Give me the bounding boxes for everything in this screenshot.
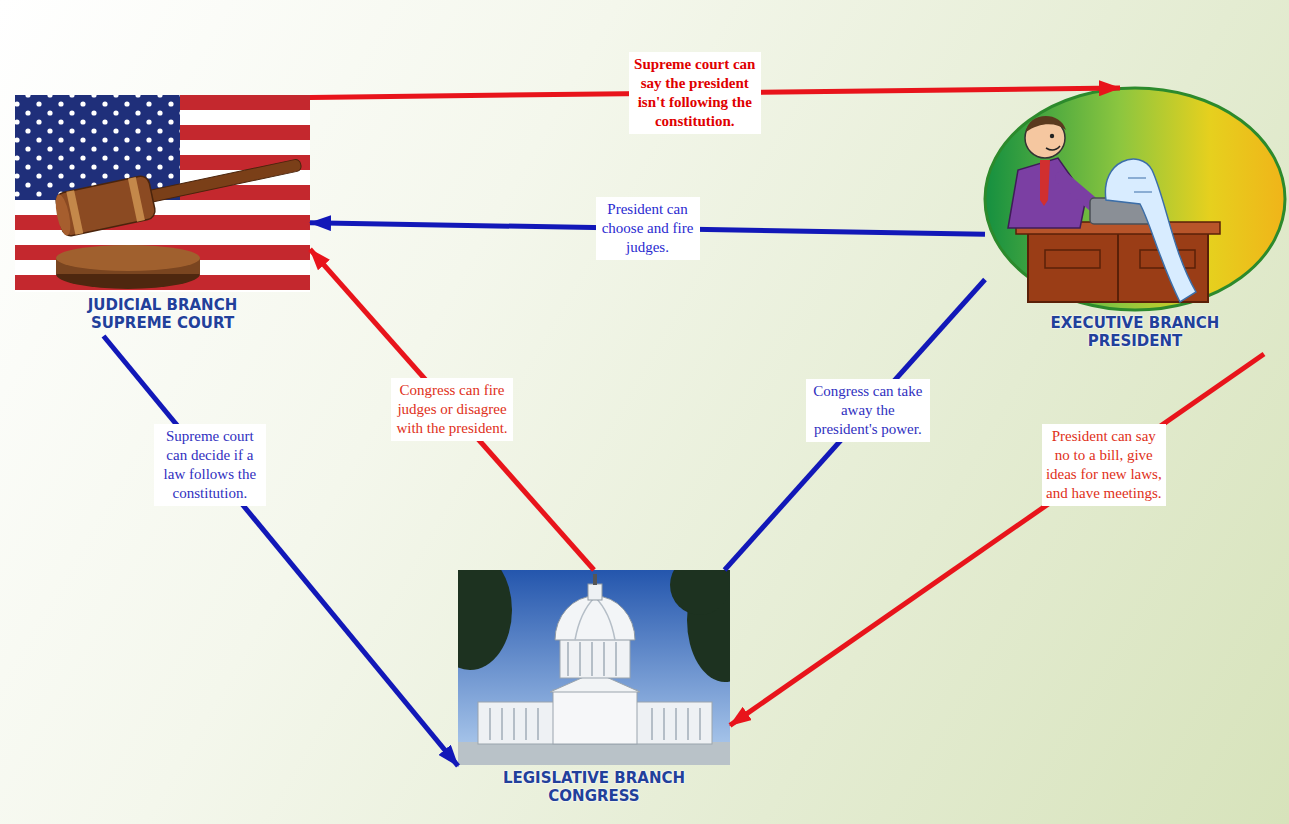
branch-name: JUDICIAL BRANCH SUPREME COURT xyxy=(55,296,270,332)
branch-node: JUDICIAL BRANCH SUPREME COURT xyxy=(15,95,310,336)
flag-stripes xyxy=(15,95,310,290)
capitol-picture xyxy=(458,570,730,765)
branch-name: LEGISLATIVE BRANCH CONGRESS xyxy=(487,769,702,805)
relation-label: Supreme court can decide if a law follow… xyxy=(154,424,266,506)
typewriter-paper xyxy=(1090,159,1196,302)
president-picture xyxy=(985,88,1285,310)
relation-arrow xyxy=(310,249,594,570)
relation-label: President can say no to a bill, give ide… xyxy=(1042,424,1166,506)
branch-node: LEGISLATIVE BRANCH CONGRESS xyxy=(458,570,730,809)
ground xyxy=(458,742,730,765)
flag-stars xyxy=(15,95,180,200)
gavel xyxy=(53,143,306,238)
relation-arrow xyxy=(725,280,985,570)
trees xyxy=(458,570,730,682)
relation-label: Congress can take away the president's p… xyxy=(806,379,930,442)
relation-label: Supreme court can say the president isn'… xyxy=(629,52,761,134)
relation-label: Congress can fire judges or disagree wit… xyxy=(391,378,513,441)
flag-gavel-picture xyxy=(15,95,310,292)
sound-block xyxy=(56,245,200,289)
flag-ground xyxy=(15,95,310,292)
relation-label: President can choose and fire judges. xyxy=(596,197,700,260)
connector-layer xyxy=(104,88,1265,766)
capitol xyxy=(478,574,712,744)
branch-node: EXECUTIVE BRANCH PRESIDENT xyxy=(985,88,1285,354)
relation-arrow xyxy=(730,354,1264,725)
oval-ground xyxy=(985,88,1285,310)
branch-name: EXECUTIVE BRANCH PRESIDENT xyxy=(1028,314,1243,350)
flag-canton xyxy=(15,95,180,200)
